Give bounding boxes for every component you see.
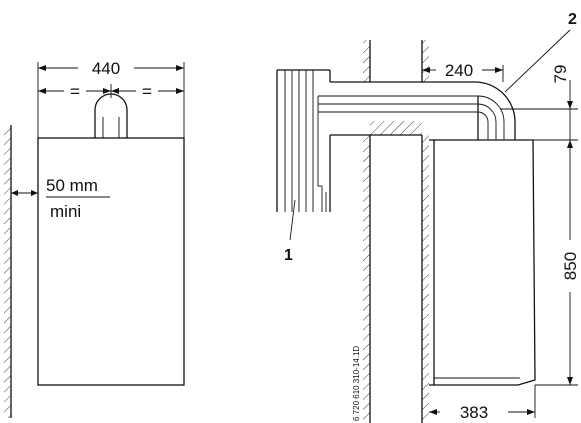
half-left-label: = [70, 82, 80, 101]
dim-side-clearance: 50 mm mini [11, 176, 110, 221]
flue-elbow [474, 81, 516, 140]
horizontal-flue-duct [317, 81, 480, 187]
clearance-value: 50 mm [46, 176, 98, 195]
half-right-label: = [142, 82, 152, 101]
dim-wall-gap-240: 240 [421, 57, 504, 82]
vertical-air-duct [276, 69, 331, 212]
dim-half-split: = = [38, 82, 184, 101]
figure-code: 6 720 610 310-14.1D [352, 346, 361, 421]
callout-2-label: 2 [568, 11, 577, 28]
boiler-front-view [37, 137, 185, 386]
callout-1: 1 [284, 199, 296, 264]
dim-top-offset-79: 79 [500, 65, 578, 150]
dim-width-label: 440 [92, 59, 120, 78]
callout-2: 2 [504, 11, 577, 93]
clearance-note: mini [50, 202, 81, 221]
height-label: 850 [561, 252, 580, 280]
depth-label: 383 [460, 403, 488, 422]
dim-height-850: 850 [535, 150, 580, 386]
wall-gap-label: 240 [445, 61, 473, 80]
dim-depth-383: 383 [429, 385, 536, 422]
top-offset-label: 79 [551, 65, 570, 84]
callout-1-label: 1 [284, 247, 293, 264]
flue-outlet-front [94, 93, 128, 138]
dim-width-440: 440 [37, 59, 185, 138]
boiler-side-view [429, 139, 536, 386]
left-wall [4, 125, 12, 418]
